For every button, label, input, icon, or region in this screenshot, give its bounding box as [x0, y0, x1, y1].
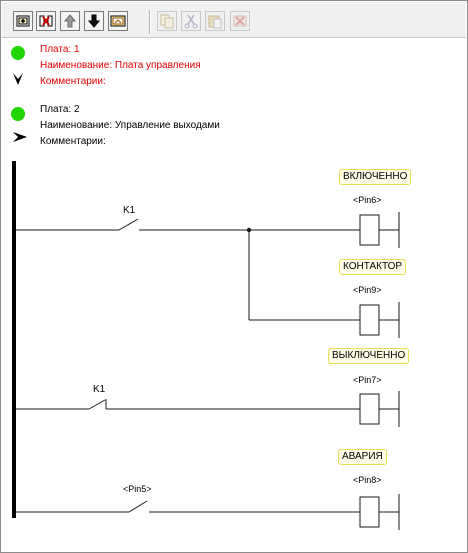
board-name: Наименование: Плата управления — [40, 60, 201, 71]
coil-rung-2[interactable] — [359, 302, 400, 338]
arrow-up-icon — [63, 14, 77, 28]
coil-label-rung-3[interactable]: ВЫКЛЮЧЕННО — [328, 348, 410, 364]
board-name: Наименование: Управление выходами — [40, 120, 220, 131]
board-properties-icon — [110, 15, 126, 27]
cut-button[interactable] — [181, 11, 201, 31]
copy-icon — [160, 14, 174, 29]
coil-pin-rung-4: <Pin8> — [353, 475, 382, 485]
paste-button[interactable] — [205, 11, 225, 31]
board-number: Плата: 2 — [40, 104, 80, 115]
paste-icon — [208, 15, 222, 29]
delete-board-button[interactable] — [36, 11, 56, 31]
coil-pin-rung-3: <Pin7> — [353, 375, 382, 385]
contact-label-rung-3[interactable]: K1 — [93, 384, 106, 395]
toolbar-separator — [149, 10, 151, 34]
scissors-icon — [184, 14, 198, 29]
coil-rung-3[interactable] — [359, 391, 400, 427]
coil-label-rung-2[interactable]: КОНТАКТОР — [339, 259, 407, 275]
coil-rung-1[interactable] — [359, 212, 400, 248]
board-number: Плата: 1 — [40, 44, 80, 55]
rung-4-wires — [16, 500, 399, 513]
rung-3-wires — [16, 399, 399, 410]
delete-icon — [233, 15, 247, 27]
move-up-button[interactable] — [60, 11, 80, 31]
contact-label-rung-4[interactable]: <Pin5> — [123, 484, 152, 494]
copy-button[interactable] — [157, 11, 177, 31]
collapsed-arrow-icon[interactable] — [12, 131, 28, 143]
arrow-down-icon — [87, 14, 101, 28]
coil-label-rung-1[interactable]: ВКЛЮЧЕННО — [339, 169, 412, 185]
coil-label-rung-4[interactable]: АВАРИЯ — [338, 449, 387, 465]
board-status-indicator — [11, 46, 25, 60]
expanded-arrow-icon[interactable] — [12, 72, 24, 86]
toolbar — [2, 2, 466, 38]
board-comment: Комментарии: — [40, 76, 106, 87]
coil-pin-rung-1: <Pin6> — [353, 195, 382, 205]
rung-1-wires — [16, 218, 399, 231]
coil-pin-rung-2: <Pin9> — [353, 285, 382, 295]
add-board-icon — [16, 15, 30, 27]
power-rail — [12, 161, 16, 518]
contact-label-rung-1[interactable]: K1 — [123, 205, 136, 216]
coil-rung-4[interactable] — [359, 494, 400, 530]
rung-2-wires — [248, 230, 399, 321]
delete-button[interactable] — [230, 11, 250, 31]
board-comment: Комментарии: — [40, 136, 106, 147]
add-board-button[interactable] — [13, 11, 33, 31]
board-properties-button[interactable] — [108, 11, 128, 31]
move-down-button[interactable] — [84, 11, 104, 31]
delete-board-icon — [39, 15, 53, 27]
board-status-indicator — [11, 107, 25, 121]
